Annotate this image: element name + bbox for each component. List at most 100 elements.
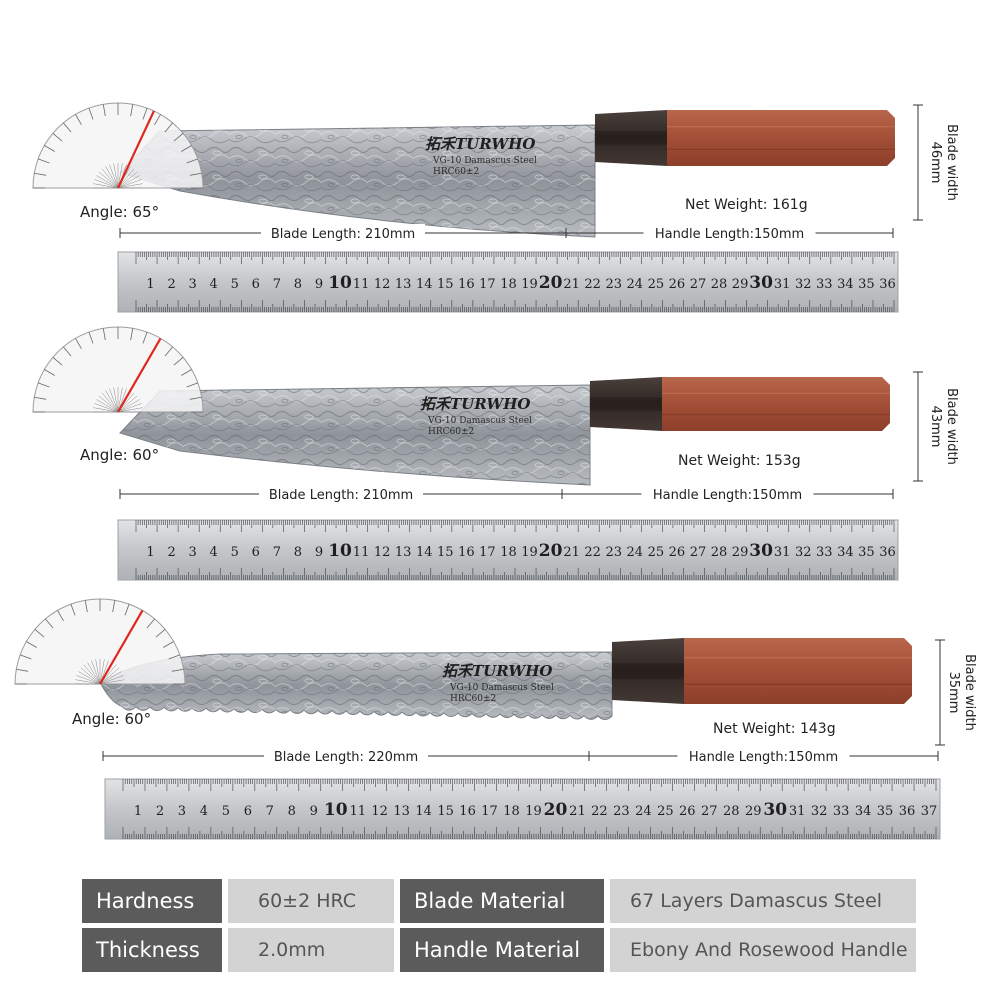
protractor-tick <box>70 603 76 616</box>
angle-label: Angle: 60° <box>72 710 151 728</box>
ruler-number: 13 <box>395 545 412 560</box>
blade-marking-steel: VG-10 Damascus Steel <box>449 683 554 693</box>
protractor-tick <box>34 172 47 176</box>
damascus-pattern <box>100 652 612 720</box>
ruler-number: 20 <box>539 541 563 561</box>
protractor-tick <box>171 668 184 672</box>
protractor-tick <box>124 603 130 616</box>
protractor-tick <box>164 346 173 357</box>
ruler-number: 4 <box>210 277 218 292</box>
ruler-number: 12 <box>374 277 391 292</box>
blade-marking-steel: VG-10 Damascus Steel <box>432 156 537 166</box>
blade-marking-hrc: HRC60±2 <box>450 694 496 704</box>
protractor-tick <box>44 369 55 376</box>
protractor-tick <box>37 158 50 164</box>
protractor-ray <box>98 171 119 189</box>
ruler-number: 25 <box>648 277 665 292</box>
spec-label-handle-material: Handle Material <box>400 928 604 972</box>
ruler-number: 32 <box>795 277 812 292</box>
ruler-number: 19 <box>521 545 538 560</box>
protractor-tick <box>57 610 64 621</box>
handle-length-label: Handle Length:150mm <box>655 227 804 242</box>
protractor-tick <box>63 346 72 357</box>
protractor <box>32 326 204 413</box>
blade-logo: 拓禾TURWHO <box>425 135 535 153</box>
ruler-number: 21 <box>563 545 580 560</box>
ruler-number: 23 <box>613 804 630 819</box>
protractor-tick <box>146 618 155 629</box>
ruler-number: 32 <box>795 545 812 560</box>
ruler-number: 31 <box>789 804 806 819</box>
blade-width-value: 43mm <box>928 406 943 448</box>
ruler-number: 23 <box>605 277 622 292</box>
protractor-ray <box>117 179 142 189</box>
protractor-ray <box>99 671 122 685</box>
ruler-number: 28 <box>711 545 728 560</box>
ruler-number: 37 <box>921 804 938 819</box>
ruler-number: 2 <box>167 277 175 292</box>
angle-label: Angle: 60° <box>80 446 159 464</box>
ruler-number: 12 <box>374 545 391 560</box>
protractor-tick <box>142 331 148 344</box>
ruler-number: 33 <box>833 804 850 819</box>
ruler-number: 29 <box>745 804 762 819</box>
ruler-number: 36 <box>879 545 896 560</box>
protractor-tick <box>45 618 54 629</box>
spec-value-blade-material: 67 Layers Damascus Steel <box>610 879 916 923</box>
protractor-tick <box>168 654 181 660</box>
protractor-ray <box>98 395 119 413</box>
angle-indicator-line <box>117 337 162 413</box>
protractor-ray <box>99 667 120 685</box>
protractor-body <box>32 326 204 413</box>
blade-length-label: Blade Length: 210mm <box>271 227 415 242</box>
blade-width-value: 35mm <box>946 672 961 714</box>
ruler-number: 24 <box>635 804 652 819</box>
ruler-number: 32 <box>811 804 828 819</box>
ruler-number: 26 <box>669 545 686 560</box>
protractor-ray <box>80 667 101 685</box>
protractor-tick <box>44 145 55 152</box>
protractor-tick <box>186 158 199 164</box>
ruler-number: 15 <box>437 545 454 560</box>
ruler-number: 14 <box>415 804 432 819</box>
ruler-number: 6 <box>252 277 260 292</box>
ruler-number: 18 <box>503 804 520 819</box>
ruler-number: 9 <box>315 277 323 292</box>
ruler-number: 17 <box>481 804 498 819</box>
protractor-tick <box>84 600 88 613</box>
ruler-number: 7 <box>266 804 274 819</box>
ruler-number: 30 <box>763 800 787 820</box>
ruler-number: 8 <box>288 804 296 819</box>
ruler-number: 6 <box>244 804 252 819</box>
protractor-ray <box>117 171 138 189</box>
ruler-number: 18 <box>500 277 517 292</box>
knife-group-3: 拓禾TURWHO VG-10 Damascus SteelHRC60±2Angle… <box>14 598 977 840</box>
protractor-ray <box>117 387 123 413</box>
ruler-number: 20 <box>544 800 568 820</box>
ruler-number: 3 <box>188 277 196 292</box>
ruler-number: 21 <box>563 277 580 292</box>
ruler-number: 2 <box>156 804 164 819</box>
protractor-ray <box>94 403 119 413</box>
blade-marking-steel: VG-10 Damascus Steel <box>427 416 532 426</box>
ruler-number: 26 <box>669 277 686 292</box>
ruler-number: 16 <box>459 804 476 819</box>
protractor-ray <box>99 679 125 685</box>
spec-value-hardness: 60±2 HRC <box>228 879 394 923</box>
protractor-tick <box>181 369 192 376</box>
ruler-number: 16 <box>458 277 475 292</box>
blade-logo: 拓禾TURWHO <box>442 662 552 680</box>
label-bg <box>677 747 850 765</box>
protractor-tick <box>173 357 184 366</box>
ruler-number: 30 <box>749 541 773 561</box>
protractor-tick <box>142 107 148 120</box>
spec-label-thickness: Thickness <box>82 928 222 972</box>
protractor-ray <box>93 407 119 413</box>
ruler-number: 20 <box>539 273 563 293</box>
protractor-tick <box>154 114 161 125</box>
ruler-number: 17 <box>479 545 496 560</box>
ruler-number: 34 <box>837 545 854 560</box>
